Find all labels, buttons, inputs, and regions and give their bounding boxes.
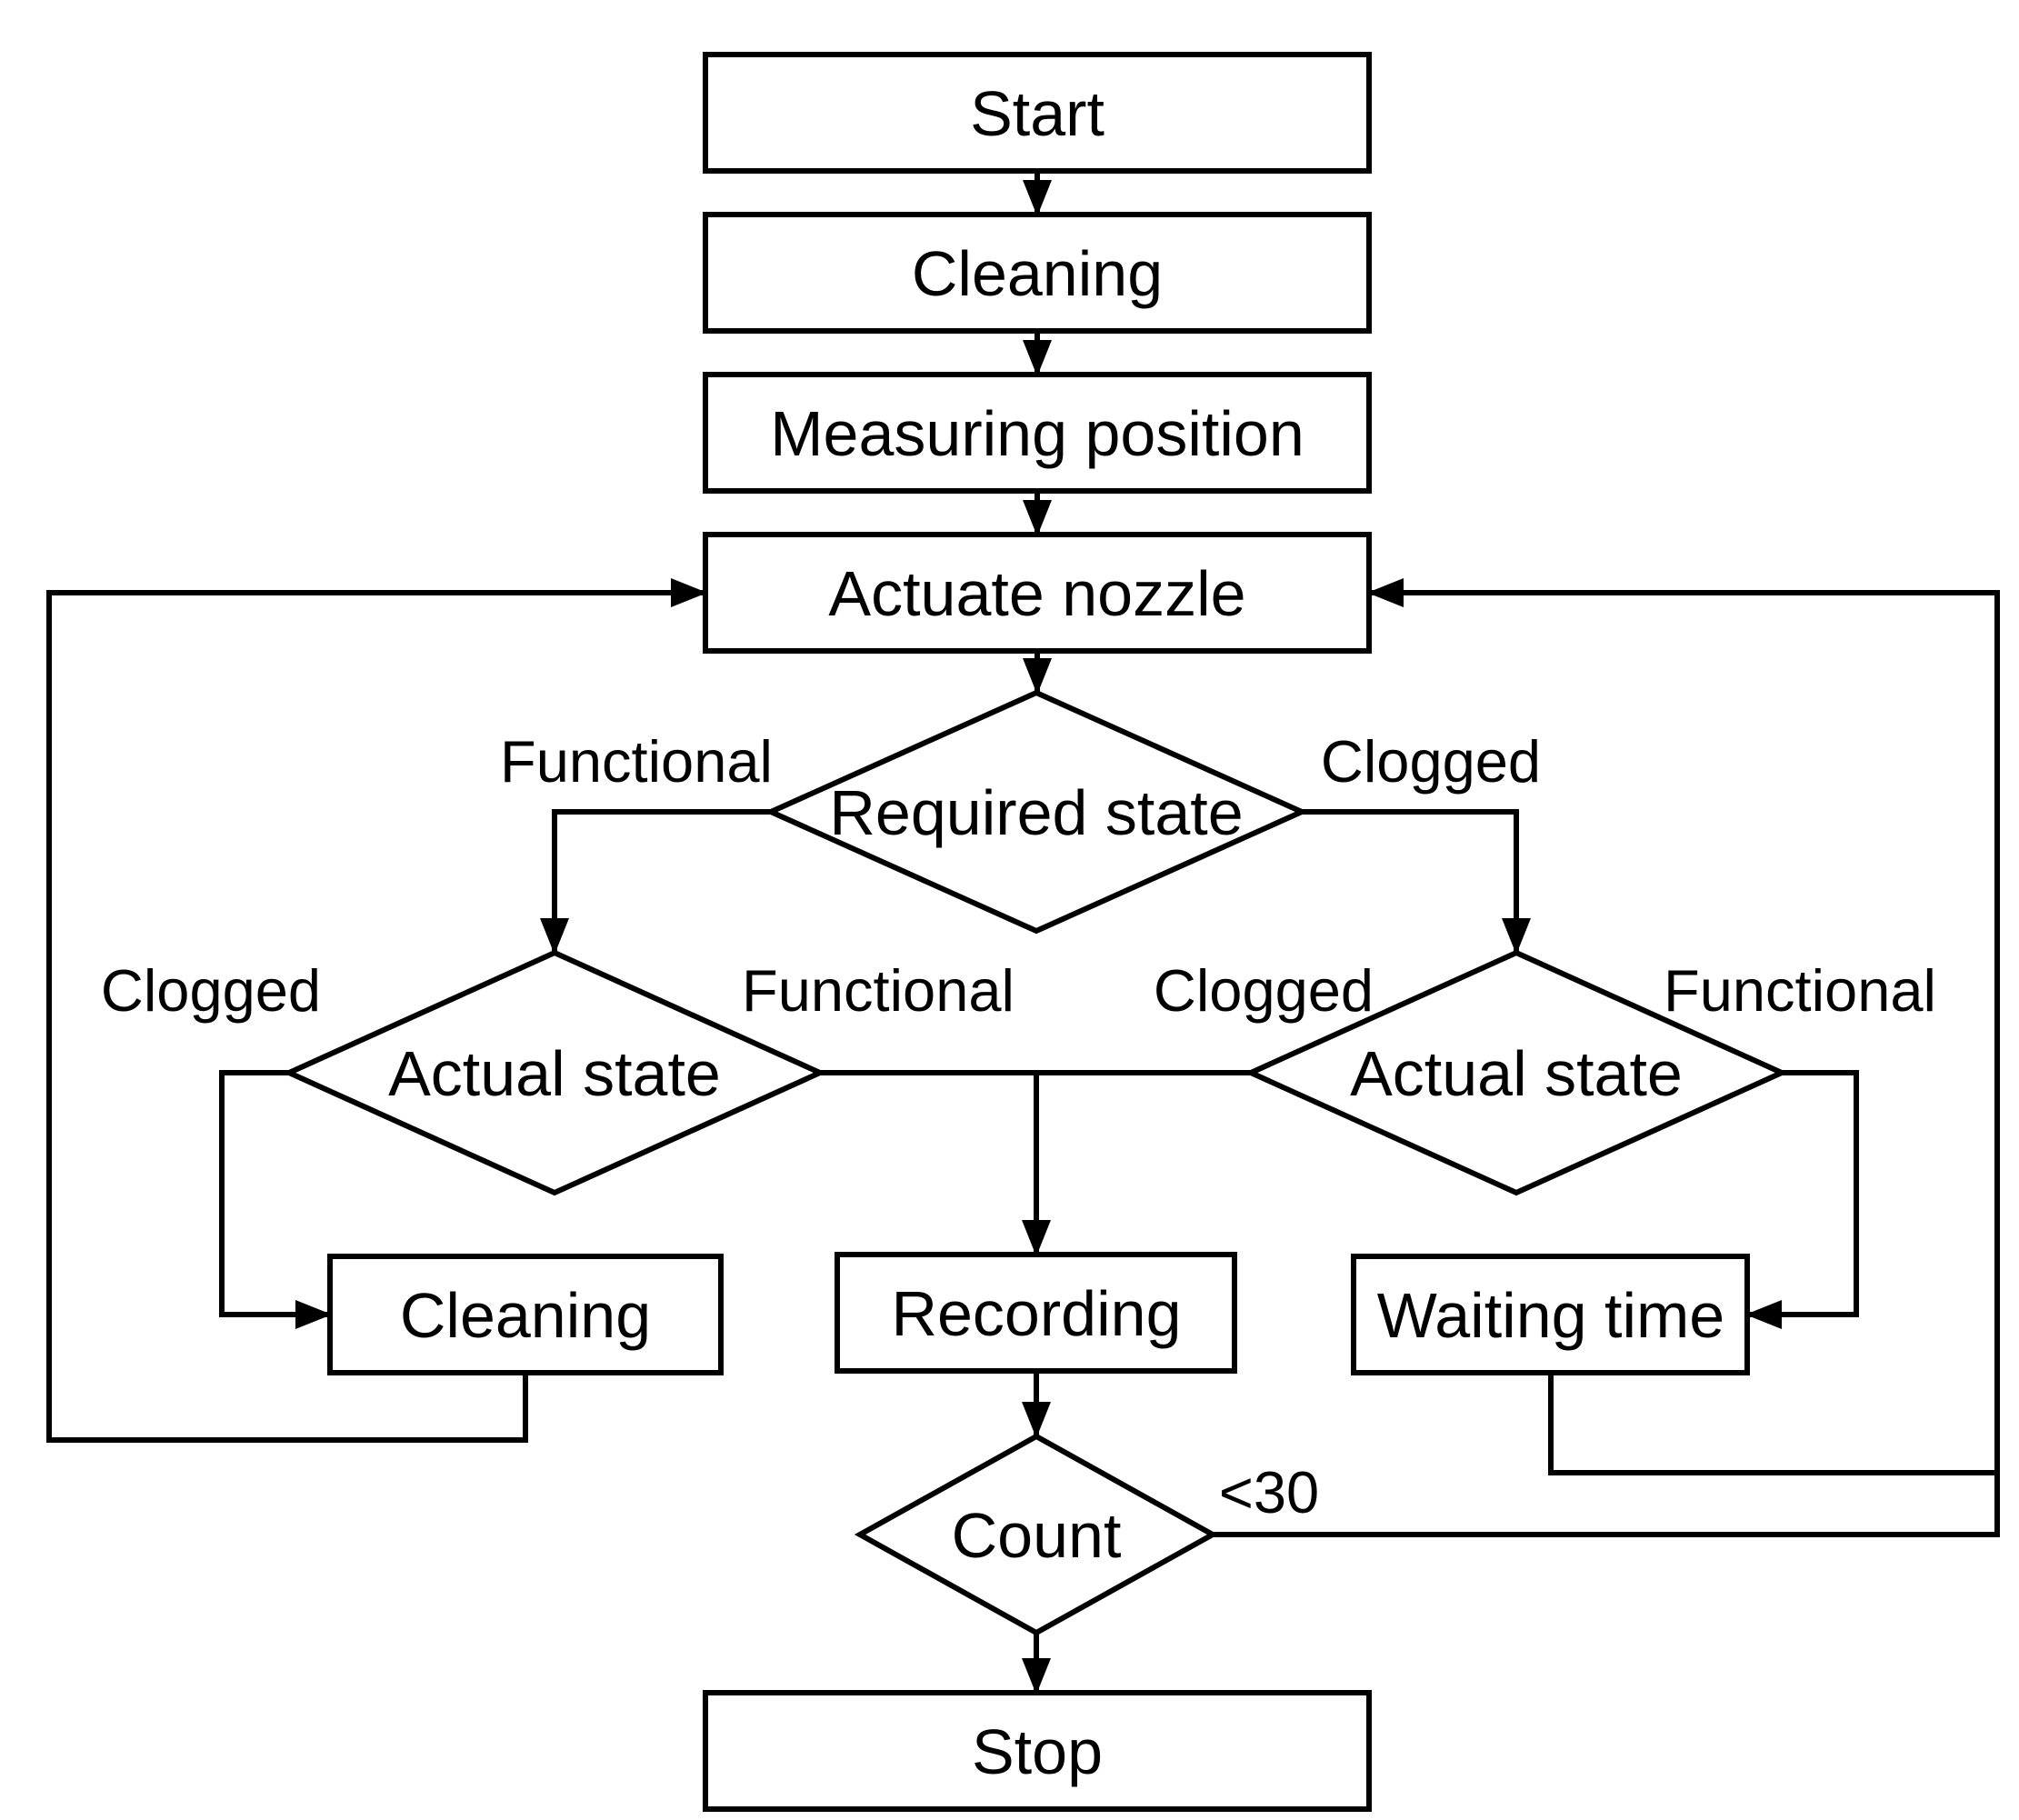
node-waiting-time-label: Waiting time xyxy=(1377,1280,1725,1351)
node-actual-state-left: Actual state xyxy=(282,949,827,1196)
node-actual-state-right-label: Actual state xyxy=(1350,1038,1683,1109)
edge-label-required-state-functional: Functional xyxy=(500,728,773,795)
node-count: Count xyxy=(854,1433,1219,1636)
node-count-label: Count xyxy=(952,1500,1122,1571)
node-actual-state-right-shape xyxy=(1244,949,1789,1196)
node-waiting-time: Waiting time xyxy=(1351,1254,1750,1375)
node-stop-label: Stop xyxy=(972,1716,1103,1787)
node-recording-label: Recording xyxy=(891,1278,1181,1349)
node-measuring-position-label: Measuring position xyxy=(770,398,1304,469)
node-actual-state-left-shape xyxy=(282,949,827,1196)
edge-label-actual-right-clogged: Clogged xyxy=(1154,957,1374,1024)
node-stop-shape xyxy=(703,1690,1372,1812)
node-cleaning-initial-label: Cleaning xyxy=(912,238,1163,309)
node-actuate-nozzle: Actuate nozzle xyxy=(703,532,1372,654)
node-cleaning-loop: Cleaning xyxy=(327,1254,724,1375)
edge-label-required-state-clogged: Clogged xyxy=(1321,728,1541,795)
edge-label-actual-left-clogged: Clogged xyxy=(101,957,321,1024)
node-required-state-shape xyxy=(764,689,1309,935)
edges xyxy=(46,171,2000,1695)
node-start-label: Start xyxy=(970,78,1104,149)
node-required-state-label: Required state xyxy=(829,777,1243,848)
edge-required-state-clogged-to-actual-state-right xyxy=(1302,809,1531,955)
node-cleaning-loop-shape xyxy=(327,1254,724,1375)
node-count-shape xyxy=(854,1433,1219,1636)
edge-required-state-functional-to-actual-state-left xyxy=(540,809,771,955)
edge-label-count-lt30: <30 xyxy=(1219,1459,1319,1525)
node-cleaning-initial: Cleaning xyxy=(703,212,1372,334)
node-actuate-nozzle-shape xyxy=(703,532,1372,654)
edge-cleaning-return-to-actuate-nozzle xyxy=(46,578,707,1443)
node-cleaning-loop-label: Cleaning xyxy=(400,1280,651,1351)
node-recording: Recording xyxy=(835,1252,1237,1374)
node-measuring-position: Measuring position xyxy=(703,372,1372,494)
edge-labels: Functional Clogged Clogged Functional Cl… xyxy=(101,728,1936,1525)
edge-actual-state-right-functional-to-waiting-time xyxy=(1745,1070,1859,1329)
edge-waiting-time-return-to-right-riser xyxy=(1548,1373,1997,1475)
edge-actual-state-left-clogged-to-cleaning xyxy=(219,1070,332,1329)
node-start-shape xyxy=(703,52,1372,174)
edge-count-lt30-return-to-actuate-nozzle xyxy=(1213,578,2000,1537)
node-recording-shape xyxy=(835,1252,1237,1374)
nodes: Start Cleaning Measuring position Actuat… xyxy=(282,52,1789,1812)
node-waiting-time-shape xyxy=(1351,1254,1750,1375)
node-measuring-position-shape xyxy=(703,372,1372,494)
node-start: Start xyxy=(703,52,1372,174)
edge-label-actual-right-functional: Functional xyxy=(1664,957,1936,1024)
edge-label-actual-left-functional: Functional xyxy=(742,957,1014,1024)
node-stop: Stop xyxy=(703,1690,1372,1812)
node-actuate-nozzle-label: Actuate nozzle xyxy=(828,558,1245,629)
node-cleaning-initial-shape xyxy=(703,212,1372,334)
node-required-state: Required state xyxy=(764,689,1309,935)
node-actual-state-left-label: Actual state xyxy=(388,1038,721,1109)
node-actual-state-right: Actual state xyxy=(1244,949,1789,1196)
